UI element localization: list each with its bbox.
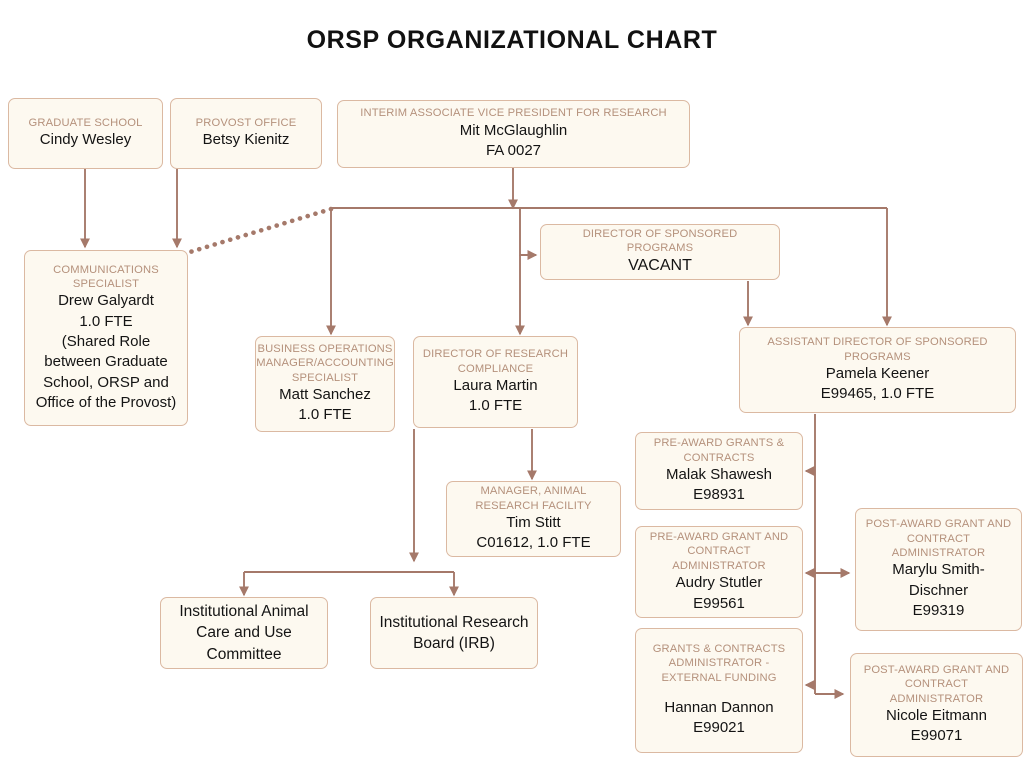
node-person: Pamela Keener E99465, 1.0 FTE bbox=[820, 364, 935, 403]
node-role: MANAGER, ANIMAL RESEARCH FACILITY bbox=[475, 485, 592, 512]
node-person: Cindy Wesley bbox=[39, 131, 132, 149]
node-grants-contracts-external-funding[interactable]: GRANTS & CONTRACTS ADMINISTRATOR - EXTER… bbox=[635, 628, 803, 753]
node-post-award-marylu[interactable]: POST-AWARD GRANT AND CONTRACT ADMINISTRA… bbox=[855, 508, 1022, 631]
node-person: Matt Sanchez 1.0 FTE bbox=[279, 386, 371, 424]
node-interim-avp[interactable]: INTERIM ASSOCIATE VICE PRESIDENT FOR RES… bbox=[337, 100, 690, 168]
node-role: PROVOST OFFICE bbox=[195, 117, 297, 130]
node-irb[interactable]: Institutional Research Board (IRB) bbox=[370, 597, 538, 669]
node-role: INTERIM ASSOCIATE VICE PRESIDENT FOR RES… bbox=[360, 107, 667, 120]
node-person: Mit McGlaughlin FA 0027 bbox=[459, 121, 568, 160]
node-role: PRE-AWARD GRANTS & CONTRACTS bbox=[653, 437, 785, 464]
node-iacuc[interactable]: Institutional Animal Care and Use Commit… bbox=[160, 597, 328, 669]
node-role: POST-AWARD GRANT AND CONTRACT ADMINISTRA… bbox=[865, 518, 1012, 560]
node-director-research-compliance[interactable]: DIRECTOR OF RESEARCH COMPLIANCE Laura Ma… bbox=[413, 336, 578, 428]
node-business-operations[interactable]: BUSINESS OPERATIONS MANAGER/ACCOUNTING S… bbox=[255, 336, 395, 432]
node-person: Marylu Smith-Dischner E99319 bbox=[892, 561, 985, 620]
node-person: Laura Martin 1.0 FTE bbox=[453, 376, 538, 415]
node-communications-specialist[interactable]: COMMUNICATIONS SPECIALIST Drew Galyardt … bbox=[24, 250, 188, 426]
node-person: VACANT bbox=[628, 257, 692, 275]
node-pre-award-grant-contract-administrator[interactable]: PRE-AWARD GRANT AND CONTRACT ADMINISTRAT… bbox=[635, 526, 803, 618]
node-person: Nicole Eitmann E99071 bbox=[886, 707, 987, 745]
node-post-award-nicole[interactable]: POST-AWARD GRANT AND CONTRACT ADMINISTRA… bbox=[850, 653, 1023, 757]
node-role: BUSINESS OPERATIONS MANAGER/ACCOUNTING S… bbox=[256, 343, 394, 384]
node-role: ASSISTANT DIRECTOR OF SPONSORED PROGRAMS bbox=[767, 336, 988, 363]
node-person: Malak Shawesh E98931 bbox=[666, 465, 772, 504]
node-role: DIRECTOR OF SPONSORED PROGRAMS bbox=[582, 227, 738, 255]
node-role: PRE-AWARD GRANT AND CONTRACT ADMINISTRAT… bbox=[649, 531, 789, 572]
node-person: Hannan Dannon E99021 bbox=[664, 699, 774, 737]
node-person: Tim Stitt C01612, 1.0 FTE bbox=[476, 513, 591, 552]
node-person: Institutional Research Board (IRB) bbox=[379, 613, 529, 652]
node-person: Institutional Animal Care and Use Commit… bbox=[179, 603, 309, 663]
node-person: Drew Galyardt 1.0 FTE (Shared Role betwe… bbox=[35, 292, 177, 412]
page-title: ORSP ORGANIZATIONAL CHART bbox=[306, 26, 718, 54]
node-pre-award-grants-contracts[interactable]: PRE-AWARD GRANTS & CONTRACTS Malak Shawe… bbox=[635, 432, 803, 510]
node-role: POST-AWARD GRANT AND CONTRACT ADMINISTRA… bbox=[863, 664, 1010, 705]
node-role: GRANTS & CONTRACTS ADMINISTRATOR - EXTER… bbox=[652, 643, 786, 684]
node-graduate-school[interactable]: GRADUATE SCHOOL Cindy Wesley bbox=[8, 98, 163, 169]
node-role: DIRECTOR OF RESEARCH COMPLIANCE bbox=[422, 348, 569, 375]
node-role: GRADUATE SCHOOL bbox=[28, 117, 143, 130]
node-role: COMMUNICATIONS SPECIALIST bbox=[53, 263, 159, 290]
node-person: Audry Stutler E99561 bbox=[675, 574, 763, 612]
node-assistant-director-sponsored-programs[interactable]: ASSISTANT DIRECTOR OF SPONSORED PROGRAMS… bbox=[739, 327, 1016, 413]
node-person: Betsy Kienitz bbox=[202, 131, 290, 149]
node-manager-animal-research-facility[interactable]: MANAGER, ANIMAL RESEARCH FACILITY Tim St… bbox=[446, 481, 621, 557]
node-director-sponsored-programs[interactable]: DIRECTOR OF SPONSORED PROGRAMS VACANT bbox=[540, 224, 780, 280]
node-provost-office[interactable]: PROVOST OFFICE Betsy Kienitz bbox=[170, 98, 322, 169]
